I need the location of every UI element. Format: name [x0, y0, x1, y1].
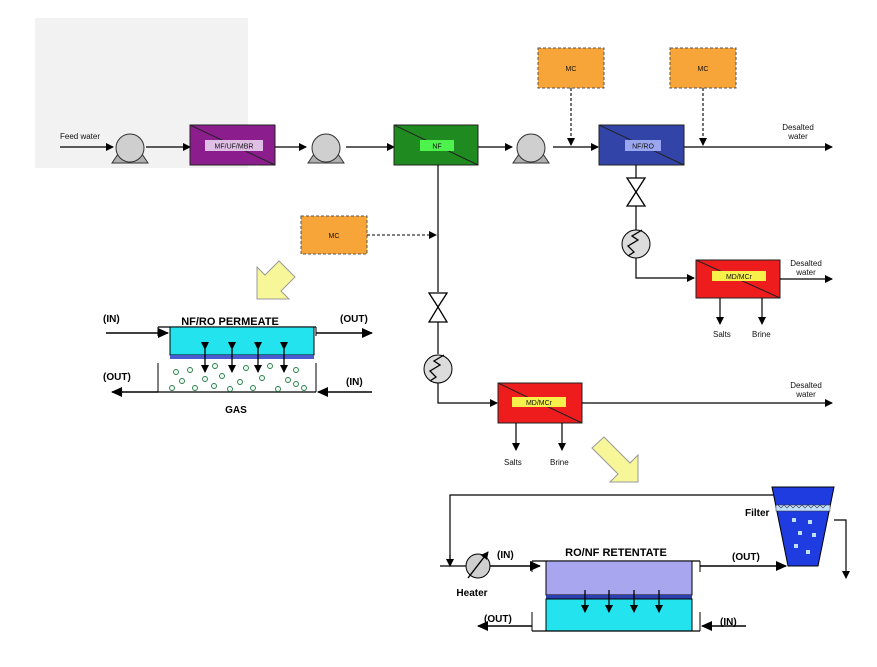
gas-out-label: (OUT) — [103, 372, 131, 383]
gas-in-label: (IN) — [346, 377, 363, 388]
nf-ro-label: NF/RO — [632, 144, 654, 151]
retentate-detail: Heater (IN) RO/NF RETENTATE (OUT) (OUT) … — [440, 486, 850, 632]
pump-1 — [111, 133, 149, 164]
md-mcr-unit-lower: MD/MCr — [497, 382, 583, 424]
nf-ro-unit: NF/RO — [598, 124, 685, 166]
permeate-detail: NF/RO PERMEATE (IN) (OUT) — [103, 314, 373, 416]
mc-label-1: MC — [566, 66, 577, 73]
mc-label-2: MC — [698, 66, 709, 73]
heat-exchanger-2 — [423, 354, 453, 384]
nfro-to-md — [635, 258, 695, 282]
retentate-in-label: (IN) — [497, 550, 514, 561]
zoom-arrow-right — [591, 436, 639, 483]
permeate-out-label: (OUT) — [340, 314, 368, 325]
salts-upper-label: Salts — [713, 330, 731, 339]
filter-label: Filter — [745, 508, 770, 519]
heater-label: Heater — [456, 588, 487, 599]
nf-unit: NF — [393, 124, 479, 166]
heat-exchanger-1 — [621, 229, 651, 259]
retentate-out-label: (OUT) — [732, 552, 760, 563]
valve-nfro — [625, 177, 647, 207]
salts-lower-label: Salts — [504, 458, 522, 467]
gas-bubbles — [169, 363, 307, 392]
mf-label: MF/UF/MBR — [215, 144, 254, 151]
zoom-arrow-left — [256, 260, 296, 300]
gas-label: GAS — [225, 405, 247, 416]
nf-to-md — [437, 383, 498, 407]
feed-water-label: Feed water — [60, 132, 100, 141]
permeate-in-bottom-label: (IN) — [720, 617, 737, 628]
mc-label-3: MC — [329, 233, 340, 240]
filter-outlet — [834, 519, 850, 579]
brine-upper-label: Brine — [752, 330, 771, 339]
mc-box-1: MC — [537, 47, 605, 89]
pump-3 — [512, 133, 550, 164]
mf-uf-mbr-unit: MF/UF/MBR — [189, 124, 276, 166]
valve-nf — [427, 292, 449, 323]
md-mcr-unit-upper: MD/MCr — [695, 259, 781, 299]
pump-2 — [307, 133, 345, 164]
brine-lower-label: Brine — [550, 458, 569, 467]
md-upper-label: MD/MCr — [726, 274, 753, 281]
heater-icon — [465, 551, 491, 579]
nf-label: NF — [432, 144, 441, 151]
permeate-in-label: (IN) — [103, 314, 120, 325]
permeate-title: NF/RO PERMEATE — [181, 316, 279, 328]
filter-icon — [771, 486, 835, 567]
retentate-title: RO/NF RETENTATE — [565, 547, 667, 559]
permeate-out-bottom-label: (OUT) — [484, 614, 512, 625]
mc-box-3: MC — [300, 215, 368, 255]
md-lower-label: MD/MCr — [526, 400, 553, 407]
mc-box-2: MC — [669, 47, 737, 89]
